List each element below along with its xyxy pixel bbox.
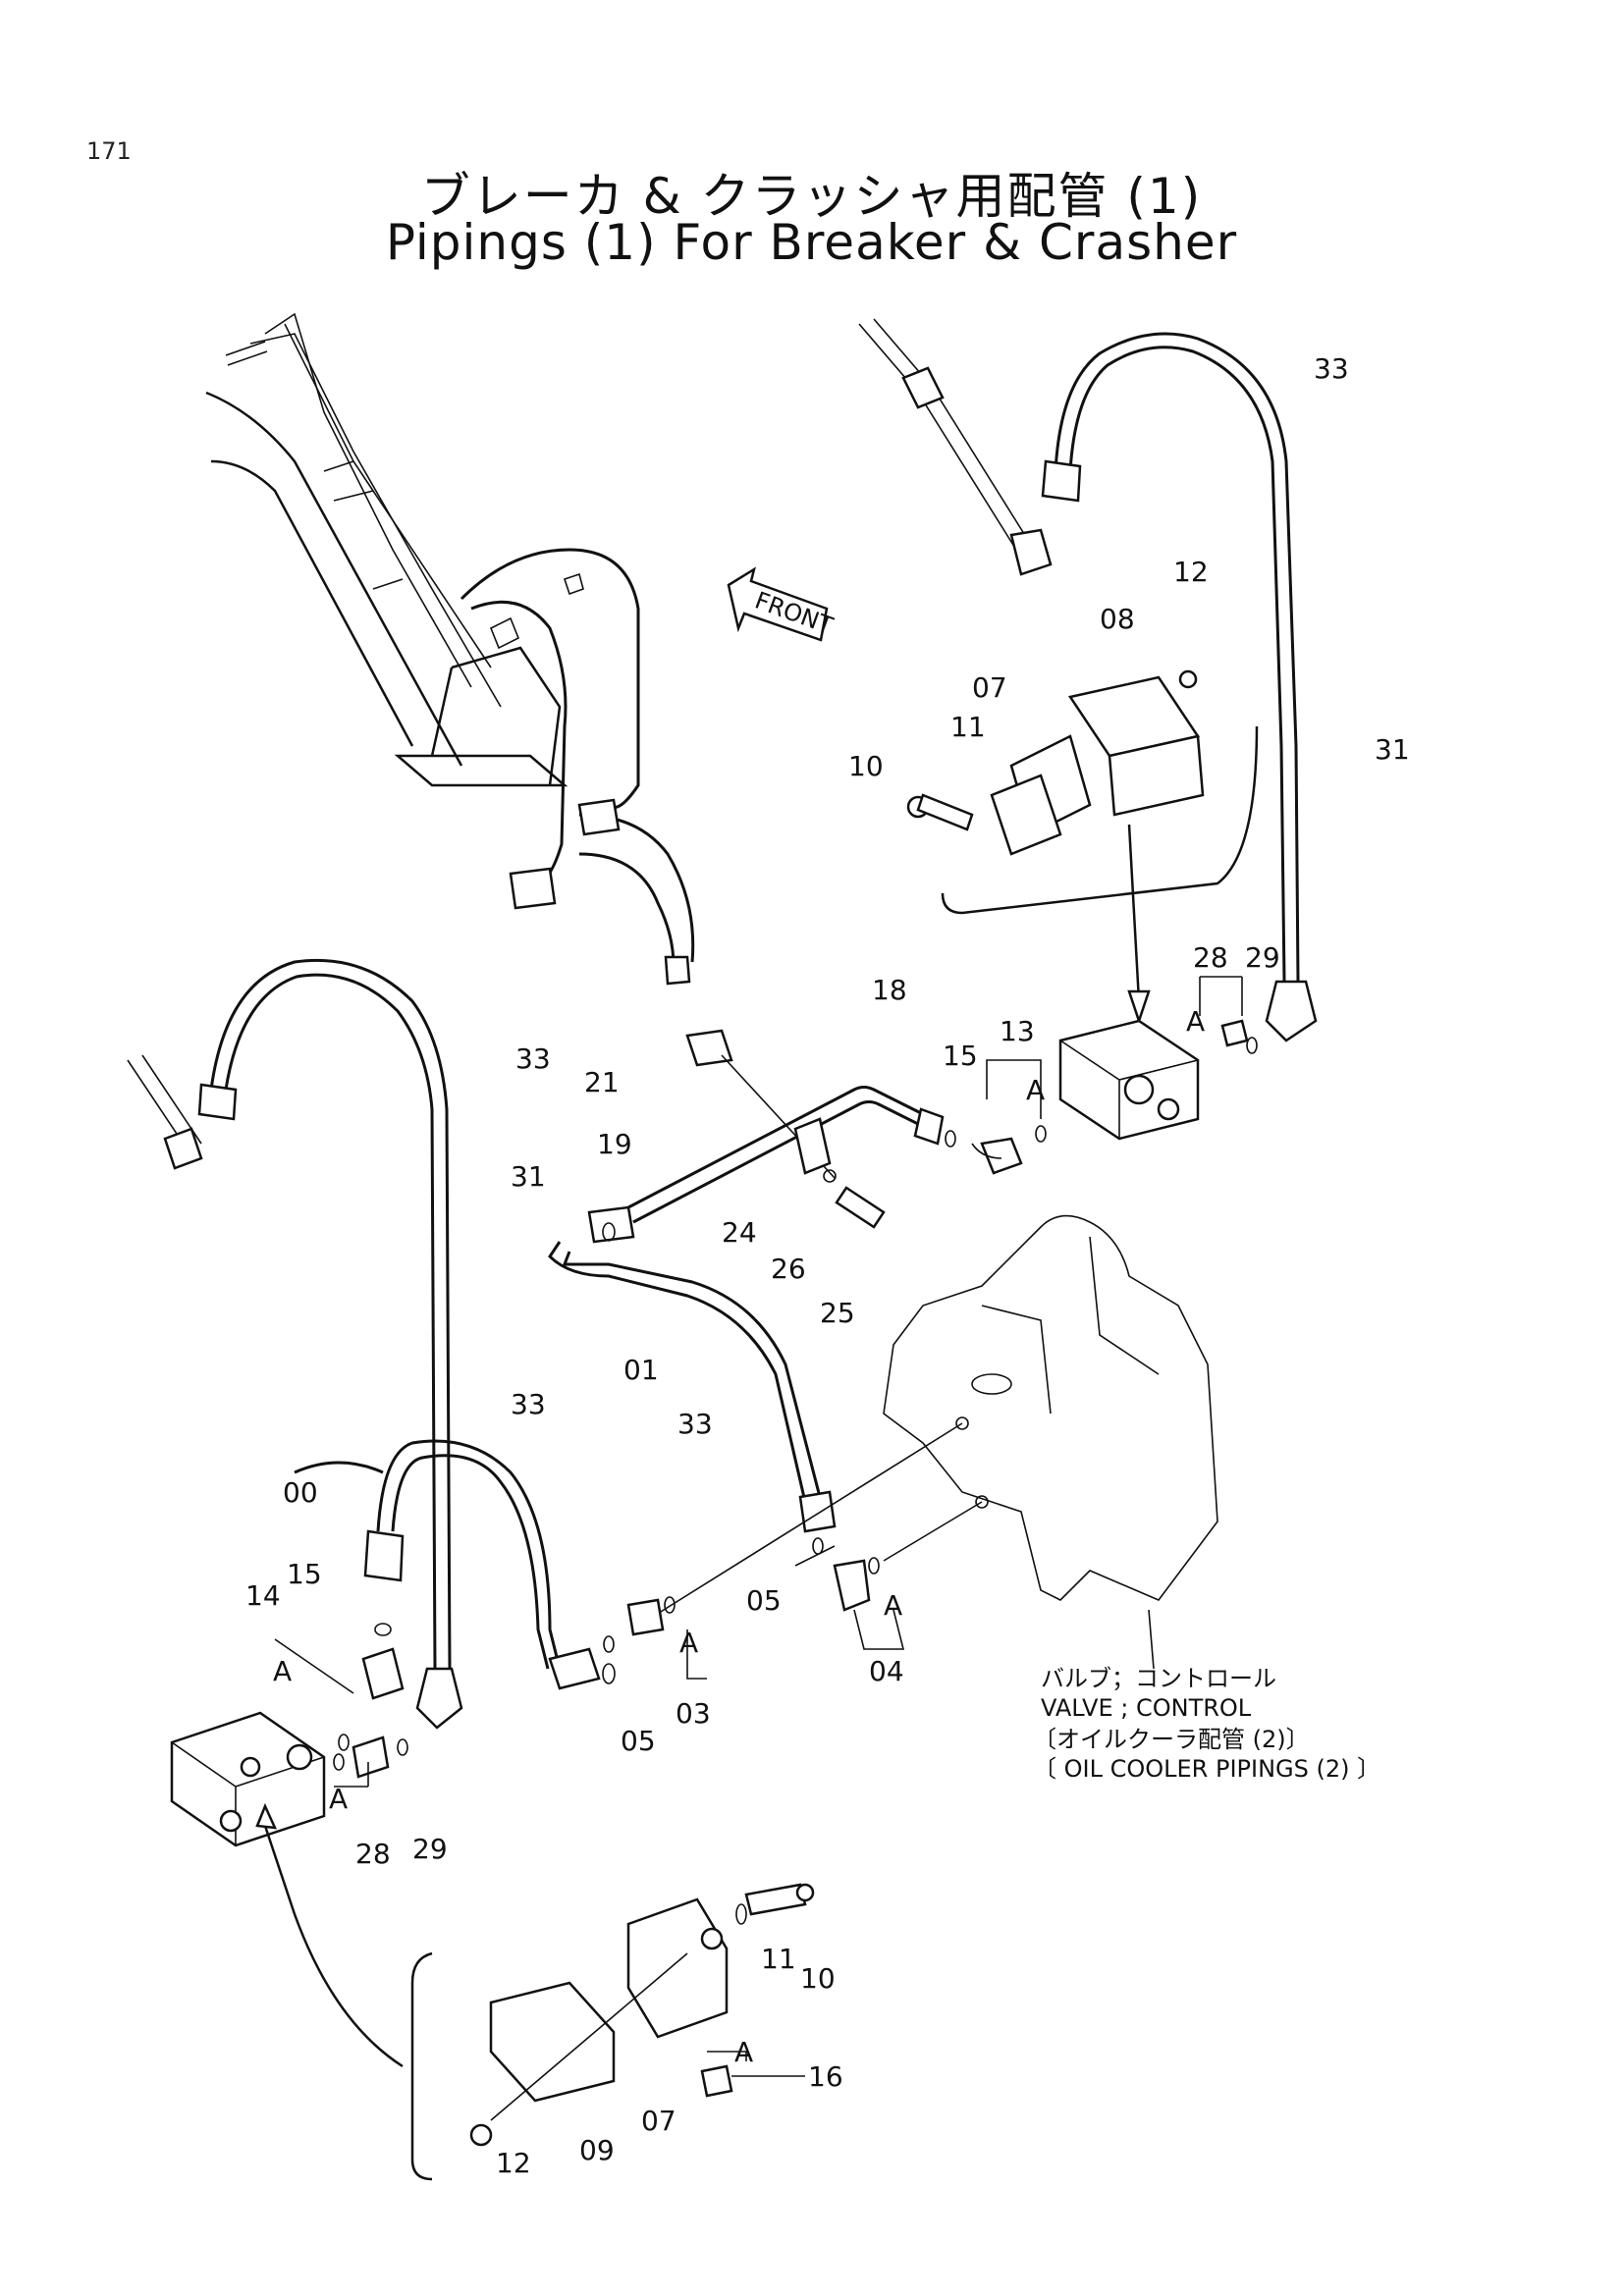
callout-26: 26 <box>771 1253 806 1285</box>
callout-00: 00 <box>283 1476 318 1509</box>
callout-21: 21 <box>584 1066 620 1098</box>
callout-A: A <box>734 2036 753 2068</box>
callout-04: 04 <box>869 1655 904 1687</box>
control-valve-note: バルブ；コントロール VALVE ; CONTROL 〔オイルクーラ配管 (2)… <box>1033 1665 1380 1783</box>
valve-note-en: VALVE ; CONTROL <box>1041 1694 1252 1722</box>
callout-19: 19 <box>597 1128 632 1160</box>
title-english: Pipings (1) For Breaker & Crasher <box>385 214 1238 271</box>
callout-08: 08 <box>1100 603 1135 635</box>
callout-28: 28 <box>355 1838 391 1870</box>
callout-28: 28 <box>1193 941 1228 974</box>
callout-29: 29 <box>1245 941 1280 974</box>
boom-assembly-drawing <box>205 312 695 986</box>
front-direction-arrow: FRONT <box>727 566 837 642</box>
callout-12: 12 <box>496 2147 531 2179</box>
callout-05: 05 <box>746 1584 782 1617</box>
callout-09: 09 <box>579 2134 615 2166</box>
callout-11: 11 <box>950 711 986 743</box>
callout-A: A <box>1186 1005 1205 1038</box>
lower-bracket-group <box>255 1802 815 2181</box>
title-japanese: ブレーカ & クラッシャ用配管 (1) <box>420 168 1203 225</box>
callout-07: 07 <box>641 2105 676 2137</box>
callout-A: A <box>1026 1074 1045 1106</box>
callout-11: 11 <box>761 1943 796 1975</box>
callout-31: 31 <box>511 1160 546 1193</box>
callout-A: A <box>884 1589 902 1622</box>
callout-33: 33 <box>677 1408 713 1440</box>
callout-01: 01 <box>623 1354 659 1386</box>
valve-note-ref-en: 〔 OIL COOLER PIPINGS (2) 〕 <box>1033 1755 1380 1783</box>
callout-29: 29 <box>412 1833 448 1865</box>
control-valve-outline <box>883 1214 1218 1670</box>
valve-note-ja: バルブ；コントロール <box>1041 1665 1276 1692</box>
callout-25: 25 <box>820 1297 855 1329</box>
callout-33: 33 <box>511 1388 546 1420</box>
callout-13: 13 <box>1000 1015 1035 1047</box>
page-number: 171 <box>86 137 132 165</box>
callout-A: A <box>329 1783 348 1815</box>
bottom-left-hoses <box>294 1439 616 1690</box>
callout-07: 07 <box>972 671 1007 704</box>
callout-12: 12 <box>1173 556 1209 588</box>
callout-24: 24 <box>722 1216 757 1249</box>
callout-14: 14 <box>245 1579 281 1612</box>
pipe-18-and-clamp <box>627 1029 1047 1229</box>
callout-10: 10 <box>800 1962 836 1995</box>
callout-A: A <box>679 1627 698 1659</box>
callout-33: 33 <box>1314 352 1349 385</box>
callout-03: 03 <box>676 1697 711 1730</box>
upper-bracket-group <box>906 669 1259 1025</box>
callout-A: A <box>273 1655 292 1687</box>
left-hose-33-31 <box>127 958 463 1730</box>
callout-05: 05 <box>621 1725 656 1757</box>
callout-18: 18 <box>872 974 907 1006</box>
valve-note-ref-ja: 〔オイルクーラ配管 (2)〕 <box>1033 1726 1310 1753</box>
callout-labels: 33 12 08 07 11 10 31 28 29 A 18 15 13 A … <box>245 352 1410 2179</box>
callout-15: 15 <box>287 1558 322 1590</box>
callout-31: 31 <box>1375 733 1410 766</box>
center-hose-01-33 <box>548 1205 837 1533</box>
right-manifold-block <box>1058 976 1258 1141</box>
upper-right-cylinder-hose <box>858 318 1318 1042</box>
callout-15: 15 <box>943 1040 978 1072</box>
callout-16: 16 <box>808 2060 843 2093</box>
callout-33: 33 <box>515 1042 551 1075</box>
callout-10: 10 <box>848 750 884 782</box>
left-manifold-block <box>170 1623 408 1847</box>
fittings-03-04-05 <box>603 1422 983 1680</box>
